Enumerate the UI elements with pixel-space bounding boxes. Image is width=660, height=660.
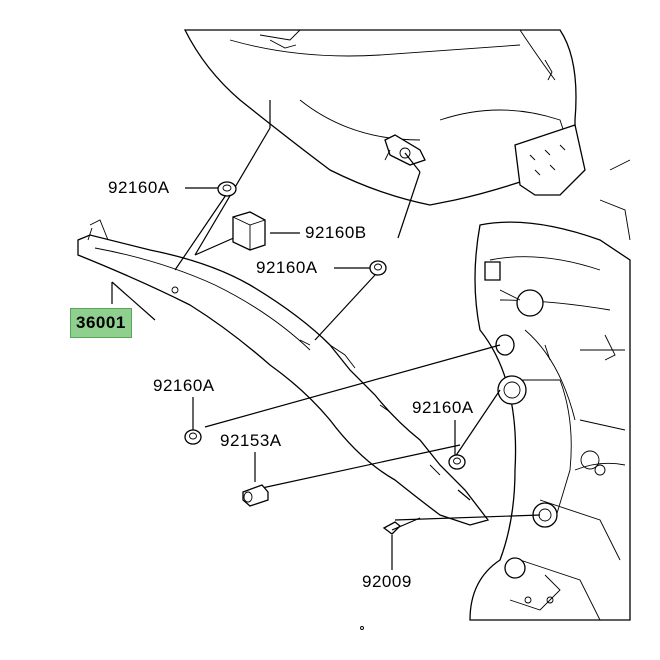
part-label-92160a-mid[interactable]: 92160A <box>256 258 318 277</box>
part-label-92160a-top[interactable]: 92160A <box>108 178 170 197</box>
part-label-92009[interactable]: 92009 <box>362 572 412 591</box>
part-label-92153a[interactable]: 92153A <box>220 431 282 450</box>
side-cover-part <box>77 219 490 526</box>
part-label-36001[interactable]: 36001 <box>70 308 132 338</box>
part-label-92160a-left[interactable]: 92160A <box>153 376 215 395</box>
upper-panel <box>183 29 586 206</box>
frame-assembly <box>469 159 631 621</box>
part-label-92160b[interactable]: 92160B <box>305 223 367 242</box>
part-label-92160a-right[interactable]: 92160A <box>412 398 474 417</box>
hardware <box>184 181 466 630</box>
